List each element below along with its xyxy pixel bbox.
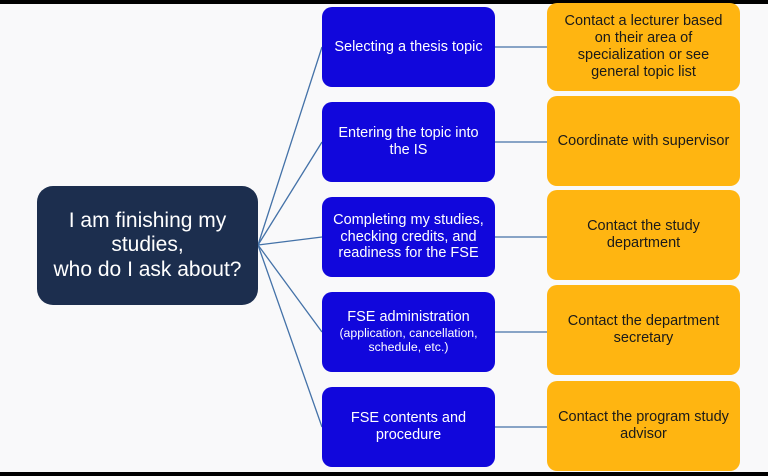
- connector-root-to-topic-3: [257, 236, 323, 246]
- answer-node-2-label: Coordinate with supervisor: [557, 132, 730, 149]
- answer-node-4-label: Contact the department secretary: [567, 313, 720, 346]
- top-edge-strip: [0, 0, 768, 4]
- topic-node-3-label: Completing my studies, checking credits,…: [333, 211, 484, 262]
- connector-root-to-topic-4: [257, 244, 323, 333]
- answer-node-2[interactable]: Coordinate with supervisor: [547, 96, 740, 186]
- answer-node-3-label: Contact the study department: [587, 218, 700, 251]
- connector-root-to-topic-2: [257, 141, 323, 246]
- answer-node-1[interactable]: Contact a lecturer based on their area o…: [547, 3, 740, 91]
- topic-node-4-sublabel: (application, cancellation, schedule, et…: [339, 326, 478, 355]
- root-node[interactable]: I am finishing my studies, who do I ask …: [37, 186, 258, 305]
- topic-node-1[interactable]: Selecting a thesis topic: [322, 7, 495, 87]
- answer-node-4[interactable]: Contact the department secretary: [547, 285, 740, 375]
- topic-node-4[interactable]: FSE administration(application, cancella…: [322, 292, 495, 372]
- topic-node-2[interactable]: Entering the topic into the IS: [322, 102, 495, 182]
- connector-root-to-topic-5: [257, 244, 323, 428]
- topic-node-4-label: FSE administration: [347, 309, 470, 326]
- bottom-edge-strip: [0, 472, 768, 476]
- root-node-label: I am finishing my studies, who do I ask …: [53, 208, 242, 281]
- topic-node-1-label: Selecting a thesis topic: [334, 38, 483, 55]
- answer-node-5[interactable]: Contact the program study advisor: [547, 381, 740, 471]
- answer-node-5-label: Contact the program study advisor: [558, 409, 729, 442]
- topic-node-3[interactable]: Completing my studies, checking credits,…: [322, 197, 495, 277]
- connector-root-to-topic-1: [257, 46, 323, 246]
- topic-node-5[interactable]: FSE contents and procedure: [322, 387, 495, 467]
- topic-node-2-label: Entering the topic into the IS: [338, 125, 479, 158]
- answer-node-3[interactable]: Contact the study department: [547, 190, 740, 280]
- topic-node-5-label: FSE contents and procedure: [350, 410, 467, 443]
- answer-node-1-label: Contact a lecturer based on their area o…: [564, 13, 723, 80]
